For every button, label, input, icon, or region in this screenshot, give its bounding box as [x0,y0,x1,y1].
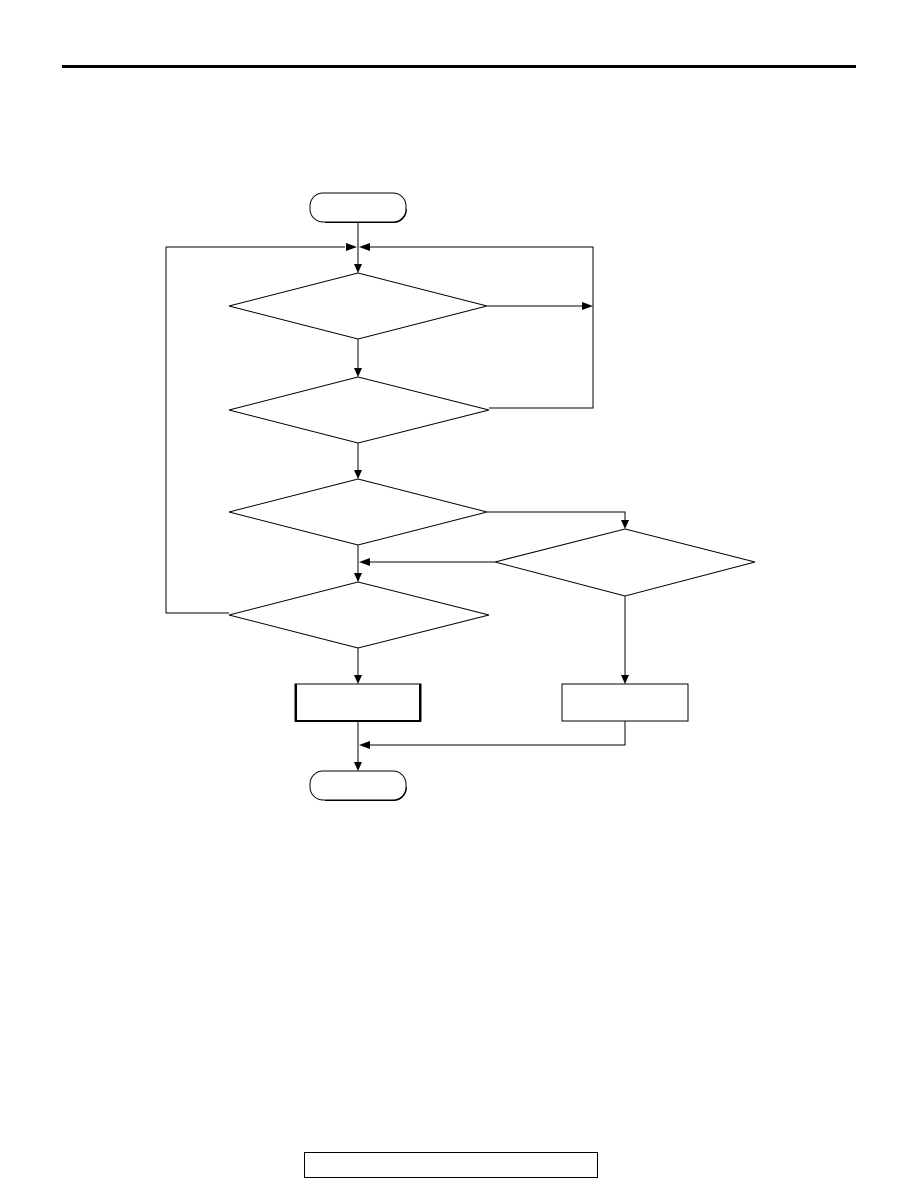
edge-process-1-to-end [354,721,362,771]
process-2 [561,683,689,722]
edge-decision-5-to-process-2 [621,596,629,684]
decision-2 [228,376,490,444]
edge-decision-2-to-decision-3 [354,443,362,479]
edge-decision-5-to-main [359,558,495,566]
decision-4 [228,581,490,649]
edge-loop-left [165,243,357,614]
decision-1 [228,272,488,340]
footer-box [304,1152,598,1178]
decision-5 [494,528,756,597]
end-terminator [309,770,407,801]
edge-decision-3-to-decision-5 [487,511,629,529]
edge-start-to-decision-1 [354,222,362,273]
edge-decision-1-to-decision-2 [354,339,362,377]
edge-decision-4-to-process-1 [354,648,362,684]
edge-loop-right [359,243,594,409]
header-rule [62,65,856,68]
edge-decision-3-to-decision-4 [354,545,362,582]
edge-process-2-to-end [359,721,626,749]
process-1 [294,683,422,722]
decision-3 [228,478,488,546]
start-terminator [309,192,407,223]
edge-decision-1-right [487,302,593,310]
